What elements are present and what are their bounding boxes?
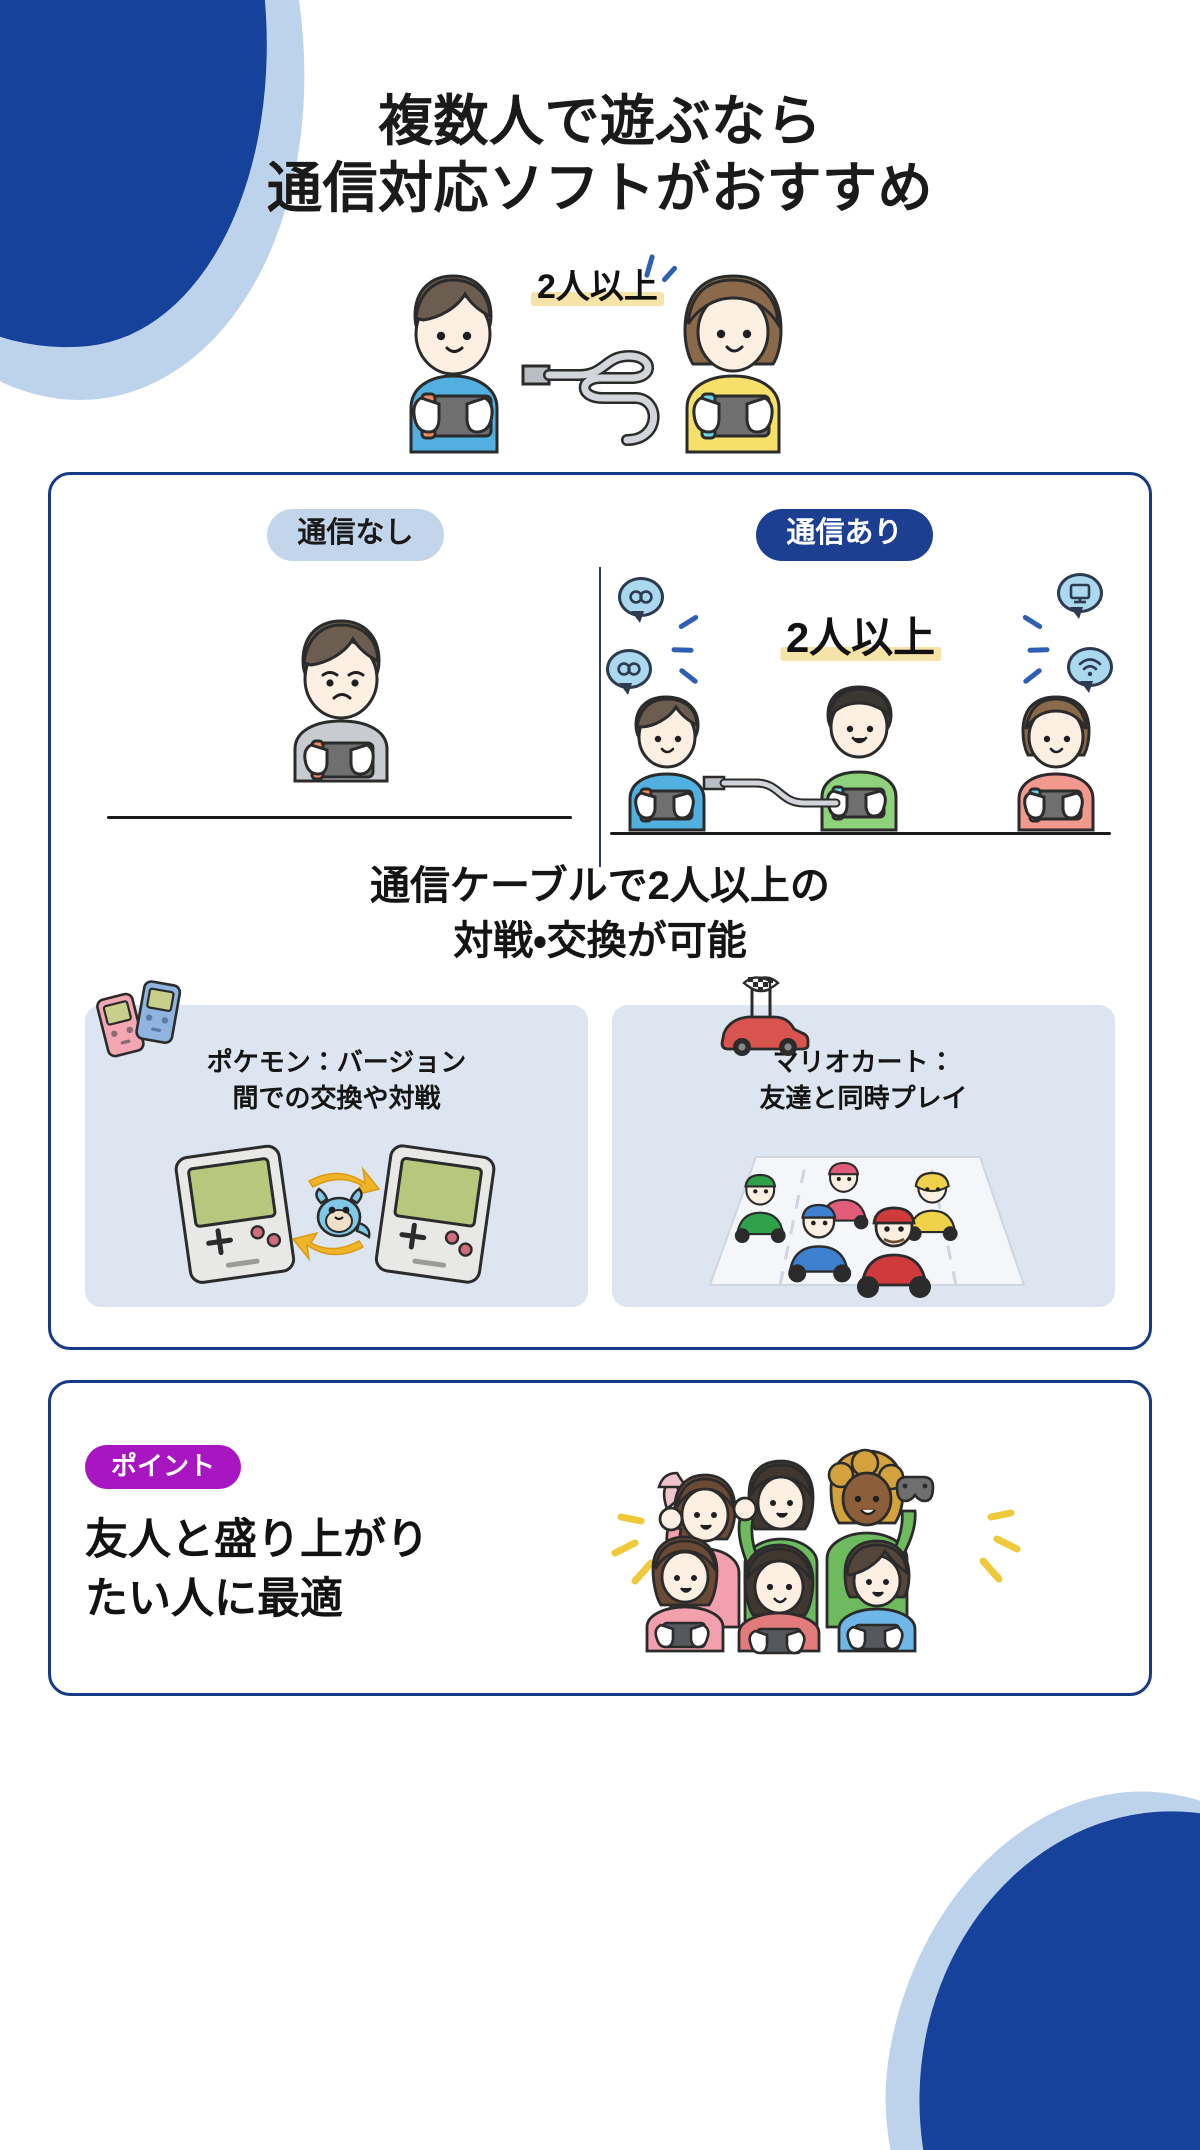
gameboy-trade-art — [99, 1135, 574, 1285]
comparison-body: 2人以上 — [79, 567, 1121, 868]
pill-no-link: 通信なし — [267, 509, 444, 562]
hero-person-left — [409, 274, 499, 454]
game-card-pokemon: ポケモン：バージョン 間での交換や対戦 — [85, 980, 588, 1308]
wifi-icon-bubble — [1067, 647, 1113, 694]
game-title-line-2: 間での交換や対戦 — [232, 1083, 441, 1114]
comparison-left-column — [79, 571, 600, 841]
hero-illustration: 2人以上 — [48, 248, 1152, 454]
hero-count-badge: 2人以上 — [531, 270, 664, 307]
game-title-line-1: ポケモン：バージョン — [206, 1047, 467, 1078]
game-title-line-2: 友達と同時プレイ — [759, 1083, 968, 1114]
game-card-pokemon-title: ポケモン：バージョン 間での交換や対戦 — [99, 1045, 574, 1117]
caption-line-2: 対戦・交換が可能 — [453, 919, 747, 964]
linked-player-1 — [628, 695, 706, 832]
game-examples-row: ポケモン：バージョン 間での交換や対戦 — [79, 976, 1121, 1308]
desk-line — [610, 832, 1111, 836]
sparkle-line — [1027, 647, 1050, 653]
connector-cable-icon — [702, 775, 841, 808]
game-card-mariokart-title: マリオカート： 友達と同時プレイ — [626, 1045, 1101, 1117]
title-line-2: 通信対応ソフトがおすすめ — [266, 157, 933, 220]
hero-person-right — [683, 274, 783, 454]
desk-line — [107, 816, 572, 820]
kart-racers-art — [626, 1135, 1101, 1299]
comparison-pill-row: 通信なし 通信あり — [79, 509, 1121, 562]
pill-with-link: 通信あり — [756, 509, 933, 562]
race-car-flag-icon — [708, 971, 818, 1063]
point-card: ポイント 友人と盛り上がり たい人に最適 — [48, 1380, 1152, 1697]
comparison-card: 通信なし 通信あり — [48, 472, 1152, 1351]
wifi-icon — [1078, 658, 1102, 677]
title-line-1: 複数人で遊ぶなら — [377, 90, 822, 152]
compare-count-badge-text: 2人以上 — [779, 617, 942, 662]
link-icon — [617, 662, 641, 676]
monitor-icon — [1069, 583, 1091, 604]
point-line-1: 友人と盛り上がり — [85, 1516, 429, 1565]
linked-player-3 — [1017, 695, 1095, 832]
compare-count-badge: 2人以上 — [779, 617, 942, 662]
status-badge-point: ポイント — [85, 1444, 242, 1490]
game-card-mariokart: マリオカート： 友達と同時プレイ — [612, 976, 1115, 1308]
link-icon-bubble — [618, 577, 664, 624]
caption-line-1: 通信ケーブルで2人以上の — [370, 864, 830, 909]
link-icon — [629, 590, 653, 604]
comparison-right-column: 2人以上 — [600, 571, 1121, 841]
point-card-text-column: ポイント 友人と盛り上がり たい人に最適 — [85, 1444, 515, 1628]
lonely-player-illustration — [293, 619, 388, 783]
cheering-group-art — [515, 1421, 1115, 1655]
game-title-line-1: マリオカート： — [772, 1047, 955, 1078]
sparkle-line — [677, 614, 700, 631]
sparkle-line — [678, 667, 699, 685]
handheld-consoles-icon — [95, 979, 187, 1063]
point-card-message: 友人と盛り上がり たい人に最適 — [85, 1511, 515, 1627]
point-line-2: たい人に最適 — [85, 1574, 343, 1623]
monitor-icon-bubble — [1057, 573, 1103, 620]
sparkle-line — [671, 647, 694, 653]
sparkle-line — [1022, 667, 1043, 685]
link-icon-bubble — [606, 649, 652, 696]
vertical-divider — [599, 567, 601, 868]
link-cable-icon — [521, 350, 660, 447]
page-title: 複数人で遊ぶなら 通信対応ソフトがおすすめ — [48, 0, 1152, 222]
sparkle-line — [1021, 614, 1044, 631]
linked-player-2 — [820, 685, 897, 832]
comparison-caption: 通信ケーブルで2人以上の 対戦・交換が可能 — [79, 859, 1121, 969]
content-container: 複数人で遊ぶなら 通信対応ソフトがおすすめ — [48, 0, 1152, 1697]
hero-count-badge-text: 2人以上 — [531, 270, 664, 307]
